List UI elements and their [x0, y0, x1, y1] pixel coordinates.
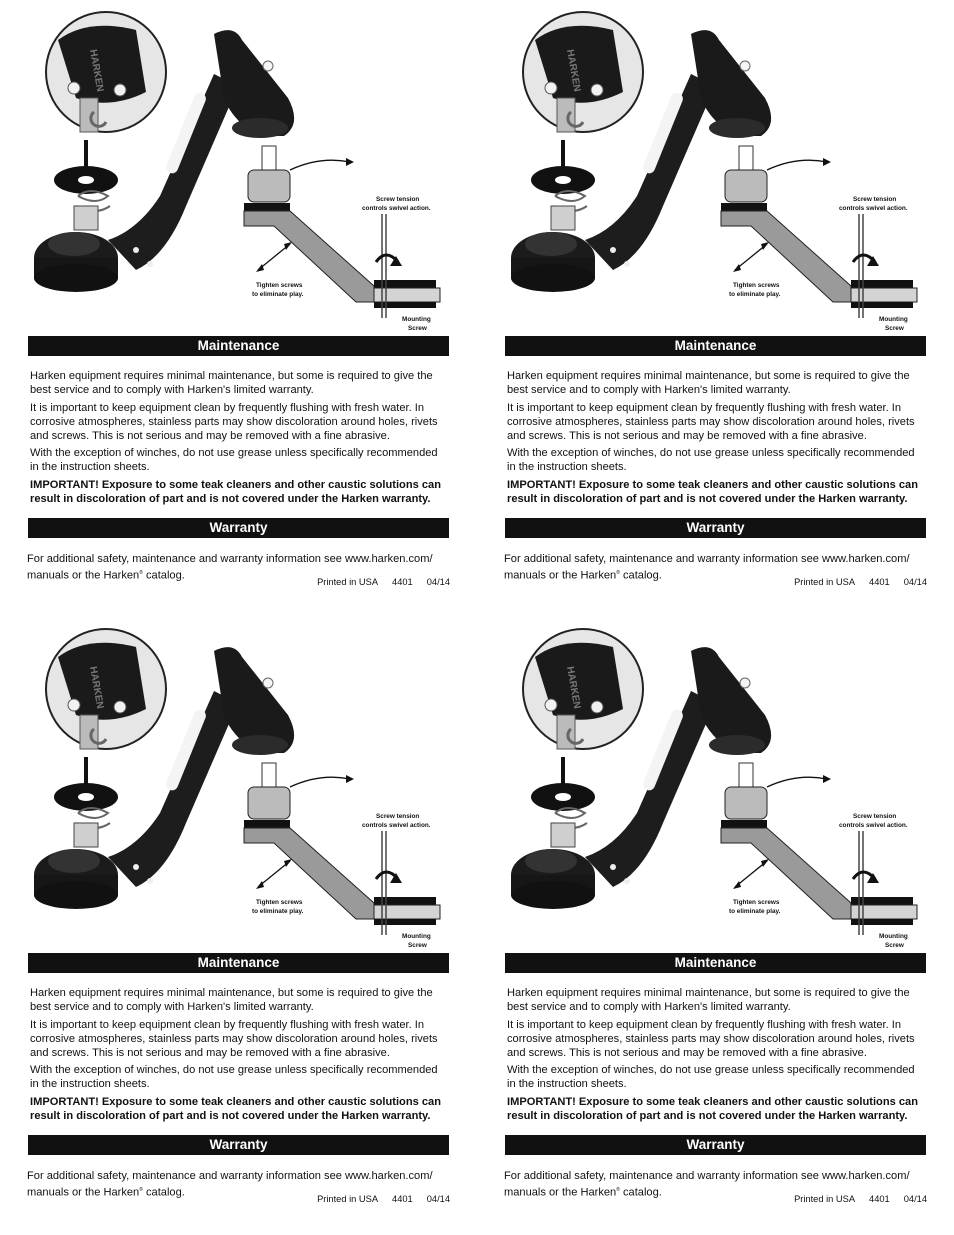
callout-mounting-1: Mounting	[879, 316, 908, 323]
important-note: IMPORTANT! Exposure to some teak cleaner…	[507, 1095, 918, 1122]
part-number: 4401	[869, 1194, 890, 1204]
printed-location: Printed in USA	[317, 577, 379, 587]
paragraph-3: With the exception of winches, do not us…	[30, 447, 438, 473]
callout-screw-tension-2: controls swivel action.	[362, 205, 431, 212]
callout-tighten-2: to eliminate play.	[729, 908, 781, 915]
paragraph-2: It is important to keep equipment clean …	[507, 401, 915, 442]
warranty-text-2: catalog.	[619, 569, 662, 582]
print-date: 04/14	[426, 577, 450, 587]
part-number: 4401	[392, 577, 413, 587]
callout-screw-tension-2: controls swivel action.	[839, 205, 908, 212]
callout-tighten-1: Tighten screws	[733, 282, 780, 289]
warranty-heading: Warranty	[505, 1135, 926, 1155]
registered-mark: ®	[139, 570, 143, 576]
maintenance-heading: Maintenance	[28, 953, 449, 973]
important-note: IMPORTANT! Exposure to some teak cleaner…	[30, 478, 441, 505]
important-note: IMPORTANT! Exposure to some teak cleaner…	[30, 1095, 441, 1122]
paragraph-3: With the exception of winches, do not us…	[507, 1064, 915, 1090]
callout-mounting-1: Mounting	[879, 933, 908, 940]
print-date: 04/14	[426, 1194, 450, 1204]
part-number: 4401	[392, 1194, 413, 1204]
callout-mounting-2: Screw	[885, 325, 904, 332]
important-note: IMPORTANT! Exposure to some teak cleaner…	[507, 478, 918, 505]
instruction-panel-top-left: HARKEN	[27, 0, 450, 600]
callout-tighten-2: to eliminate play.	[252, 291, 304, 298]
warranty-heading: Warranty	[505, 518, 926, 538]
paragraph-1: Harken equipment requires minimal mainte…	[30, 987, 433, 1013]
warranty-text: For additional safety, maintenance and w…	[504, 552, 922, 583]
warranty-text-1: For additional safety, maintenance and w…	[27, 1170, 433, 1199]
maintenance-heading: Maintenance	[28, 336, 449, 356]
warranty-text: For additional safety, maintenance and w…	[27, 552, 445, 583]
printed-location: Printed in USA	[794, 1194, 856, 1204]
print-info: Printed in USA 4401 04/14	[794, 1194, 927, 1204]
warranty-text-1: For additional safety, maintenance and w…	[27, 553, 433, 582]
swivel-base-illustration: HARKEN Screw tension contro	[511, 11, 918, 332]
paragraph-1: Harken equipment requires minimal mainte…	[30, 370, 433, 396]
callout-tighten-2: to eliminate play.	[729, 291, 781, 298]
swivel-base-illustration: HARKEN Screw tension contro	[34, 628, 441, 949]
maintenance-body: Harken equipment requires minimal mainte…	[507, 369, 925, 509]
maintenance-heading: Maintenance	[505, 953, 926, 973]
callout-screw-tension-1: Screw tension	[853, 196, 896, 203]
warranty-text-2: catalog.	[142, 1186, 185, 1199]
registered-mark: ®	[616, 1187, 620, 1193]
registered-mark: ®	[139, 1187, 143, 1193]
printed-location: Printed in USA	[317, 1194, 379, 1204]
callout-screw-tension-1: Screw tension	[853, 813, 896, 820]
paragraph-1: Harken equipment requires minimal mainte…	[507, 987, 910, 1013]
maintenance-body: Harken equipment requires minimal mainte…	[30, 986, 448, 1126]
paragraph-3: With the exception of winches, do not us…	[30, 1064, 438, 1090]
warranty-text-1: For additional safety, maintenance and w…	[504, 553, 910, 582]
instruction-panel-top-right: HARKEN Screw tension contro	[504, 0, 927, 600]
print-date: 04/14	[903, 1194, 927, 1204]
callout-screw-tension-1: Screw tension	[376, 196, 419, 203]
warranty-text-2: catalog.	[619, 1186, 662, 1199]
callout-tighten-1: Tighten screws	[256, 282, 303, 289]
swivel-base-illustration: HARKEN	[34, 11, 441, 332]
maintenance-heading: Maintenance	[505, 336, 926, 356]
print-date: 04/14	[903, 577, 927, 587]
paragraph-2: It is important to keep equipment clean …	[30, 1018, 438, 1059]
callout-screw-tension-2: controls swivel action.	[839, 822, 908, 829]
paragraph-3: With the exception of winches, do not us…	[507, 447, 915, 473]
print-info: Printed in USA 4401 04/14	[794, 577, 927, 587]
callout-screw-tension-2: controls swivel action.	[362, 822, 431, 829]
callout-mounting-2: Screw	[408, 325, 427, 332]
callout-tighten-2: to eliminate play.	[252, 908, 304, 915]
paragraph-1: Harken equipment requires minimal mainte…	[507, 370, 910, 396]
maintenance-body: Harken equipment requires minimal mainte…	[30, 369, 448, 509]
callout-tighten-1: Tighten screws	[733, 899, 780, 906]
callout-screw-tension-1: Screw tension	[376, 813, 419, 820]
paragraph-2: It is important to keep equipment clean …	[30, 401, 438, 442]
print-info: Printed in USA 4401 04/14	[317, 1194, 450, 1204]
callout-mounting-1: Mounting	[402, 933, 431, 940]
callout-tighten-1: Tighten screws	[256, 899, 303, 906]
registered-mark: ®	[616, 570, 620, 576]
warranty-heading: Warranty	[28, 518, 449, 538]
warranty-text-2: catalog.	[142, 569, 185, 582]
warranty-heading: Warranty	[28, 1135, 449, 1155]
warranty-text-1: For additional safety, maintenance and w…	[504, 1170, 910, 1199]
instruction-panel-bottom-left: HARKEN Screw tension contro	[27, 617, 450, 1217]
callout-mounting-2: Screw	[408, 942, 427, 949]
instruction-panel-bottom-right: HARKEN Screw tension contro	[504, 617, 927, 1217]
callout-mounting-2: Screw	[885, 942, 904, 949]
maintenance-body: Harken equipment requires minimal mainte…	[507, 986, 925, 1126]
warranty-text: For additional safety, maintenance and w…	[504, 1169, 922, 1200]
swivel-base-illustration: HARKEN Screw tension contro	[511, 628, 918, 949]
print-info: Printed in USA 4401 04/14	[317, 577, 450, 587]
callout-mounting-1: Mounting	[402, 316, 431, 323]
warranty-text: For additional safety, maintenance and w…	[27, 1169, 445, 1200]
part-number: 4401	[869, 577, 890, 587]
printed-location: Printed in USA	[794, 577, 856, 587]
paragraph-2: It is important to keep equipment clean …	[507, 1018, 915, 1059]
